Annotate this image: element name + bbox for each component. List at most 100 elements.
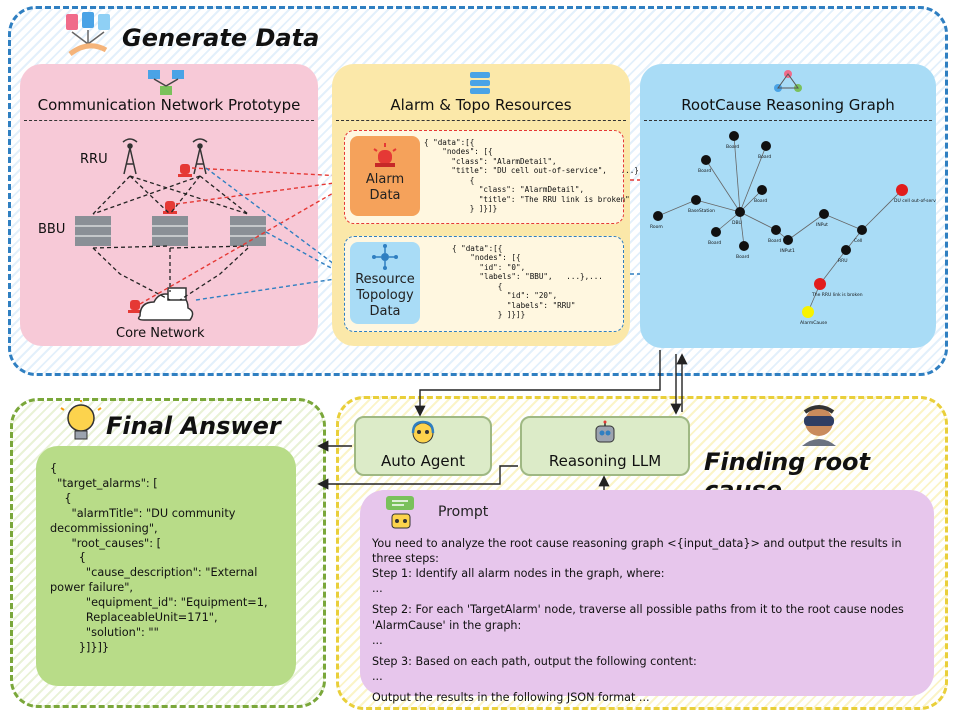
core-network-cloud-icon (137, 287, 194, 321)
graph-node-label: Board (736, 254, 749, 260)
graph-divider (644, 120, 932, 121)
graph-node (857, 225, 867, 235)
graph-edge (657, 199, 697, 217)
graph-node (691, 195, 701, 205)
lightbulb-icon (60, 400, 102, 440)
graph-nodes-icon (774, 70, 802, 92)
graph-node (896, 184, 908, 196)
network-topology-icon (148, 70, 184, 95)
graph-node (761, 141, 771, 151)
graph-node (783, 235, 793, 245)
graph-node-label: Board (726, 144, 739, 150)
graph-node-label: DU cell out-of-service (894, 198, 936, 204)
prompt-line: ... (372, 669, 383, 683)
graph-node (802, 306, 814, 318)
bbu-server-icon-3 (230, 216, 266, 246)
graph-node (735, 207, 745, 217)
graph-node-label: RRU (838, 258, 848, 264)
graph-edge (819, 249, 847, 285)
graph-node-label: Cell (854, 238, 862, 244)
graph-node-label: Board (768, 238, 781, 244)
graph-edge (823, 213, 863, 231)
graph-node (819, 209, 829, 219)
prompt-line: ... (372, 582, 383, 596)
graph-node (701, 155, 711, 165)
bbu-server-icon-2 (152, 216, 188, 246)
comm-panel-title: Communication Network Prototype (37, 96, 301, 114)
chat-robot-icon (386, 496, 414, 529)
graph-node-label: DBU (732, 220, 742, 226)
graph-node-label: AlarmCause (800, 320, 827, 326)
graph-node-label: BaseStation (688, 208, 715, 214)
graph-edge (739, 189, 763, 213)
prompt-title: Prompt (438, 504, 489, 520)
graph-edge (739, 211, 777, 231)
graph-node-label: Board (708, 240, 721, 246)
alarm-arrows (139, 167, 343, 305)
data-flow-icon (66, 12, 110, 57)
graph-edge (715, 211, 741, 233)
reasoning-llm-button[interactable]: Reasoning LLM (520, 416, 690, 476)
core-network-label: Core Network (116, 326, 205, 341)
rru-tower-icon-2 (192, 138, 208, 175)
graph-node (739, 241, 749, 251)
reasoning-llm-label: Reasoning LLM (548, 452, 662, 470)
rru-label: RRU (80, 152, 108, 167)
siren-icon (373, 143, 397, 167)
alarm-icon-bbu (163, 201, 177, 214)
graph-edge (739, 211, 745, 247)
graph-edge (705, 159, 741, 213)
alarm-divider (336, 120, 626, 121)
graph-edge (861, 189, 903, 231)
topology-json: { "data":[{ "nodes": [{ "id": "0", "labe… (452, 244, 603, 320)
graph-edge (739, 145, 767, 213)
graph-node (757, 185, 767, 195)
graph-node-label: The RRU link is broken (811, 292, 863, 298)
graph-node (814, 278, 826, 290)
graph-node-label: Board (754, 198, 767, 204)
prompt-body: You need to analyze the root cause reaso… (372, 536, 924, 705)
alarm-json: { "data":[{ "nodes": [{ "class": "AlarmD… (424, 138, 658, 214)
database-icon (470, 72, 490, 94)
bbu-label: BBU (38, 222, 66, 237)
graph-node-label: INPut (816, 222, 828, 228)
graph-node-label: INPut1 (780, 248, 795, 254)
comm-divider (24, 120, 314, 121)
graph-panel-title: RootCause Reasoning Graph (681, 96, 895, 114)
prompt-line: Step 2: For each 'TargetAlarm' node, tra… (372, 603, 904, 632)
prompt-line: Step 1: Identify all alarm nodes in the … (372, 567, 665, 581)
prompt-panel (360, 490, 934, 696)
alarm-panel-title: Alarm & Topo Resources (390, 96, 572, 114)
graph-node (729, 131, 739, 141)
vr-person-icon (802, 405, 836, 446)
prompt-line: ... (372, 633, 383, 647)
rru-tower-icon-1 (122, 138, 138, 175)
bbu-server-icon-1 (75, 216, 111, 246)
final-answer-title: Final Answer (106, 412, 281, 440)
network-links (92, 175, 249, 301)
graph-node (711, 227, 721, 237)
final-answer-json: { "target_alarms": [ { "alarmTitle": "DU… (50, 462, 268, 654)
prompt-line: You need to analyze the root cause reaso… (372, 537, 902, 566)
graph-edge (695, 199, 741, 213)
graph-node (653, 211, 663, 221)
alarm-data-label: Alarm Data (350, 136, 420, 216)
graph-node-label: Board (758, 154, 771, 160)
robot-icon (595, 420, 615, 443)
graph-node-label: Room (650, 224, 663, 230)
topology-hub-icon (372, 244, 398, 270)
prompt-line: Step 3: Based on each path, output the f… (372, 654, 697, 668)
agent-head-icon (411, 420, 435, 444)
graph-edge (733, 135, 741, 213)
alarm-icon-rru (178, 164, 192, 177)
graph-node (771, 225, 781, 235)
final-answer-panel (36, 446, 296, 686)
reasoning-graph-panel: RootCause Reasoning Graph (640, 64, 936, 348)
graph-node-label: Board (698, 168, 711, 174)
graph-edge (787, 213, 825, 241)
generate-data-title: Generate Data (122, 24, 320, 52)
alarm-icon-core (128, 300, 142, 313)
network-diagram (75, 138, 640, 321)
topology-arrows (195, 167, 343, 301)
